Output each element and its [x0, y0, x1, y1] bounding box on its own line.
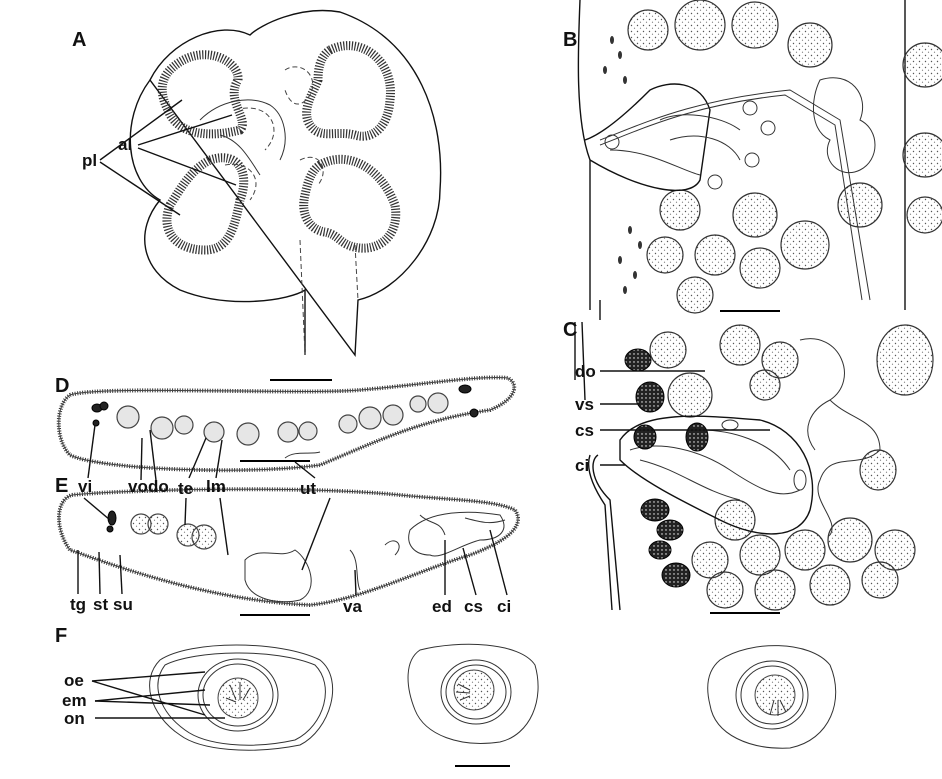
label-te: te	[178, 479, 193, 498]
label-cs-e: cs	[464, 597, 483, 616]
panel-c: C do vs cs ci	[563, 319, 934, 614]
panel-d: D	[55, 375, 517, 481]
panel-label-c: C	[563, 319, 577, 341]
label-vs: vs	[575, 395, 594, 414]
label-al: al	[118, 135, 132, 154]
label-ci: ci	[575, 456, 589, 475]
label-tg: tg	[70, 595, 86, 614]
label-vo: vo	[128, 477, 148, 496]
label-cs: cs	[575, 421, 594, 440]
panel-label-e: E	[55, 475, 68, 497]
label-ed: ed	[432, 597, 452, 616]
panel-b: B	[563, 0, 942, 320]
panel-e: E vi vo do te lm ut tg st su va ed cs ci	[55, 475, 520, 616]
panel-label-b: B	[563, 29, 577, 51]
label-pl: pl	[82, 151, 97, 170]
panel-label-a: A	[72, 29, 86, 51]
label-oe: oe	[64, 671, 84, 690]
label-do-d: do	[148, 477, 169, 496]
egg-3	[707, 645, 837, 749]
sucker-lr	[299, 154, 401, 253]
label-ci-e: ci	[497, 597, 511, 616]
label-ut: ut	[300, 479, 316, 498]
panel-label-d: D	[55, 375, 69, 397]
label-on: on	[64, 709, 85, 728]
egg-2	[407, 643, 539, 744]
label-do: do	[575, 362, 596, 381]
label-lm: lm	[206, 477, 226, 496]
sucker-ll	[162, 153, 249, 255]
panel-a: A pl al	[72, 9, 442, 381]
panel-f: F oe em on	[55, 625, 837, 767]
label-va: va	[343, 597, 362, 616]
label-vi: vi	[78, 477, 92, 496]
label-st: st	[93, 595, 108, 614]
label-su: su	[113, 595, 133, 614]
scolex-outline	[129, 9, 442, 357]
label-em: em	[62, 691, 87, 710]
egg-1	[149, 644, 334, 751]
sucker-ul	[157, 50, 247, 139]
sucker-ur	[302, 41, 395, 141]
panel-label-f: F	[55, 625, 67, 647]
